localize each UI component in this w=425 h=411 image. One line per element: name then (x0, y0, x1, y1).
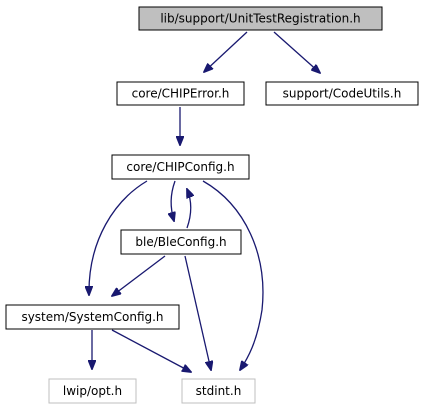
edge-ble-config-to-system-config (112, 255, 166, 296)
node-box-code-utils (265, 81, 419, 106)
node-chip-config[interactable]: core/CHIPConfig.h (111, 154, 250, 180)
node-label-stdint: stdint.h (196, 384, 242, 398)
edge-system-config-to-stdint (111, 329, 191, 372)
node-chip-error[interactable]: core/CHIPError.h (116, 81, 245, 106)
node-system-config[interactable]: system/SystemConfig.h (5, 304, 180, 330)
node-label-code-utils: support/CodeUtils.h (283, 87, 402, 101)
edge-chip-config-to-system-config (89, 180, 148, 295)
edge-ble-config-to-chip-config (187, 189, 191, 229)
node-lwip-opt: lwip/opt.h (48, 378, 137, 404)
node-label-ble-config: ble/BleConfig.h (135, 235, 226, 249)
node-label-system-config: system/SystemConfig.h (21, 310, 163, 324)
node-code-utils[interactable]: support/CodeUtils.h (265, 81, 419, 106)
node-box-system-config (5, 304, 180, 330)
node-unit-test-registration[interactable]: lib/support/UnitTestRegistration.h (138, 6, 383, 31)
node-box-ble-config (120, 229, 242, 255)
edge-chip-config-to-ble-config (171, 180, 175, 221)
node-label-lwip-opt: lwip/opt.h (63, 384, 122, 398)
node-label-unit-test-registration: lib/support/UnitTestRegistration.h (160, 12, 360, 26)
node-label-chip-error: core/CHIPError.h (132, 87, 230, 101)
edge-unit-test-registration-to-code-utils (273, 31, 320, 73)
node-label-chip-config: core/CHIPConfig.h (126, 160, 234, 174)
node-stdint: stdint.h (181, 378, 256, 404)
node-box-chip-error (116, 81, 245, 106)
node-box-unit-test-registration (138, 6, 383, 31)
node-box-stdint (181, 378, 256, 404)
node-box-chip-config (111, 154, 250, 180)
node-box-lwip-opt (48, 378, 137, 404)
edge-unit-test-registration-to-chip-error (204, 31, 248, 72)
edge-ble-config-to-stdint (184, 255, 211, 370)
edge-chip-config-to-stdint (202, 180, 264, 370)
node-ble-config[interactable]: ble/BleConfig.h (120, 229, 242, 255)
